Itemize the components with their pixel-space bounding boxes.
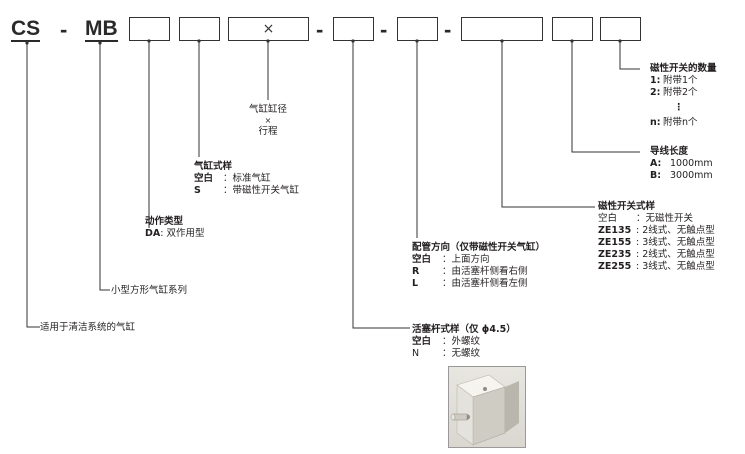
piping-direction-legend: 配管方向（仅带磁性开关气缸） 空白：上面方向 R：由活塞杆侧看右侧 L：由活塞杆… — [412, 242, 545, 290]
piping-title: 配管方向（仅带磁性开关气缸） — [412, 242, 546, 253]
series-description: 小型方形气缸系列 — [111, 285, 188, 296]
piping-row-2: R：由活塞杆侧看右侧 — [412, 266, 528, 277]
action-type-legend: 动作类型 DA: 双作用型 — [145, 216, 204, 240]
box-bore-stroke: × — [228, 17, 309, 41]
dash-3: - — [380, 17, 388, 42]
lead-row-2: B:3000mm — [650, 170, 713, 181]
switch-type-row: ZE135: 2线式、无触点型 — [598, 225, 715, 236]
switch-type-row: ZE235: 2线式、无触点型 — [598, 249, 715, 260]
qty-row-1: 1:附带1个 — [650, 75, 698, 86]
lead-title: 导线长度 — [650, 146, 689, 157]
rod-title: 活塞杆式样（仅 ϕ4.5） — [412, 324, 516, 335]
dash-4: - — [444, 17, 452, 42]
clean-system-label: 适用于清洁系统的气缸 — [40, 322, 136, 333]
stroke-label: 行程 — [258, 126, 278, 137]
lead-length-legend: 导线长度 A:1000mm B:3000mm — [650, 146, 713, 182]
cylinder-type-row-1: 空白：标准气缸 — [194, 173, 271, 184]
code-series: MB — [85, 17, 118, 42]
switch-type-row: 空白：无磁性开关 — [598, 213, 694, 224]
dash-1: - — [60, 17, 68, 42]
switch-type-row: ZE155: 3线式、无触点型 — [598, 237, 715, 248]
cylinder-photo — [448, 366, 526, 448]
qty-row-2: 2:附带2个 — [650, 87, 698, 98]
rod-row-2: N：无螺纹 — [412, 348, 481, 359]
cylinder-type-row-2: S：带磁性开关气缸 — [194, 185, 300, 196]
code-prefix: CS — [11, 17, 41, 42]
times-label: × — [264, 116, 272, 125]
cylinder-type-title: 气缸式样 — [194, 161, 233, 172]
bore-label: 气缸缸径 — [248, 104, 287, 115]
qty-row-3: n:附带n个 — [650, 117, 698, 128]
switch-qty-legend: 磁性开关的数量 1:附带1个 2:附带2个 ⋮ n:附带n个 — [650, 63, 717, 129]
rod-type-legend: 活塞杆式样（仅 ϕ4.5） 空白：外螺纹 N：无螺纹 — [412, 324, 516, 360]
box-switch-type — [461, 17, 543, 41]
qty-title: 磁性开关的数量 — [650, 63, 717, 74]
cylinder-type-legend: 气缸式样 空白：标准气缸 S：带磁性开关气缸 — [194, 161, 299, 197]
box-switch-qty — [600, 17, 641, 41]
bore-stroke-label: 气缸缸径 × 行程 — [244, 104, 292, 138]
piping-row-1: 空白：上面方向 — [412, 254, 490, 265]
qty-ellipsis: ⋮ — [674, 102, 684, 113]
lead-row-1: A:1000mm — [650, 158, 713, 169]
rod-row-1: 空白：外螺纹 — [412, 336, 481, 347]
dash-2: - — [316, 17, 324, 42]
times-sign: × — [262, 21, 275, 37]
cylinder-photo-svg — [450, 374, 519, 446]
action-type-row-1: DA: 双作用型 — [145, 228, 205, 239]
switch-type-legend: 磁性开关式样 空白：无磁性开关 ZE135: 2线式、无触点型 ZE155: 3… — [598, 201, 715, 273]
switch-type-title: 磁性开关式样 — [598, 201, 656, 212]
box-action-type — [129, 17, 170, 41]
action-type-title: 动作类型 — [145, 216, 184, 227]
piping-row-3: L：由活塞杆侧看左侧 — [412, 278, 528, 289]
switch-type-row: ZE255: 3线式、无触点型 — [598, 261, 715, 272]
